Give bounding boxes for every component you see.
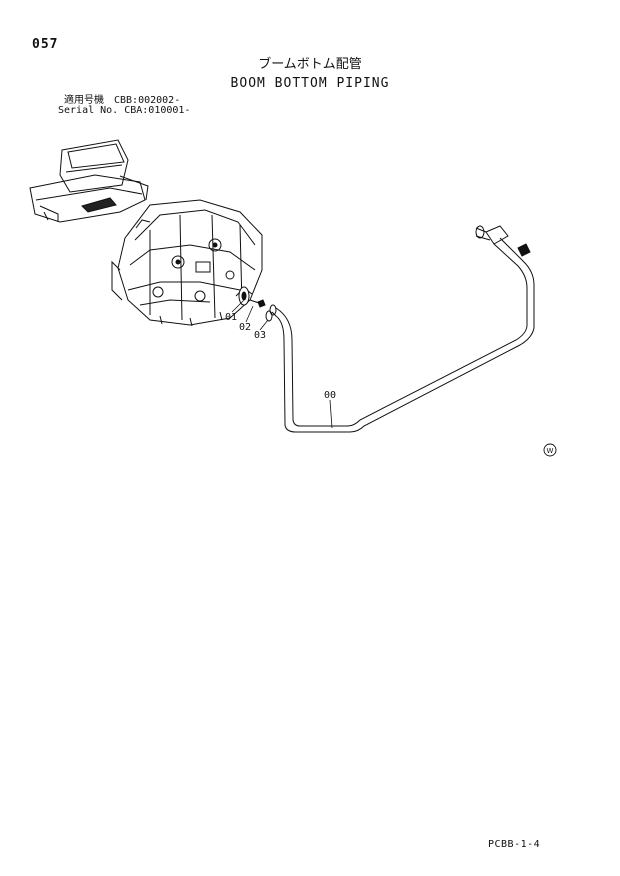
boom-bottom-pipe [269,225,535,433]
circled-w-letter: W [547,447,554,455]
callout-00: 00 [324,390,336,401]
callout-leaders [231,299,333,429]
callout-03: 03 [254,330,266,341]
serial-number-line: Serial No. CBA:010001- [58,105,191,116]
callout-02: 02 [239,322,251,333]
footer-code: PCBB-1-4 [488,839,541,850]
page-number: 057 [32,37,59,52]
bolt-and-o-ring [249,299,273,322]
callout-01: 01 [225,312,237,323]
machine-thumbnail [29,139,149,223]
title-english: BOOM BOTTOM PIPING [230,76,390,91]
circled-w-mark: W [543,443,557,457]
title-japanese: ブームボトム配管 [258,57,362,72]
serial-applicable-line: 適用号機 CBB:002002- [64,95,181,106]
control-valve-illustration [111,199,263,327]
